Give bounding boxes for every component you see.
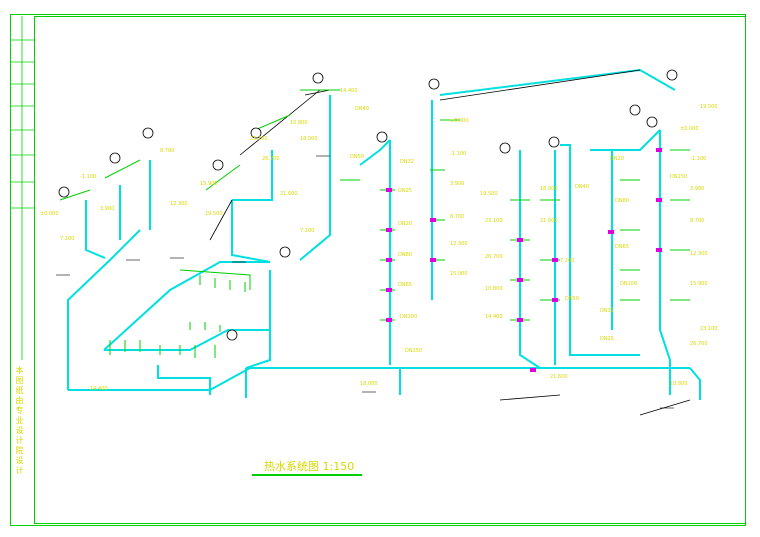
label-text: 23.100 xyxy=(250,136,268,142)
label-text: 3.900 xyxy=(450,181,464,187)
label-text: 18.000 xyxy=(360,381,378,387)
label-text: 19.500 xyxy=(480,191,498,197)
label-text: ±0.000 xyxy=(450,118,469,124)
title-underline xyxy=(252,474,362,476)
label-text: 12.300 xyxy=(690,251,708,257)
label-text: 10.800 xyxy=(485,286,503,292)
label-text: 15.900 xyxy=(690,281,708,287)
label-text: 21.600 xyxy=(280,191,298,197)
ground-hatches xyxy=(56,155,674,409)
label-text: 14.400 xyxy=(485,314,503,320)
label-text: DN65 xyxy=(615,244,629,250)
label-text: DN100 xyxy=(400,314,417,320)
label-text: DN20 xyxy=(398,221,412,227)
label-text: ±0.000 xyxy=(40,211,59,217)
label-text: 26.700 xyxy=(262,156,280,162)
label-text: 18.000 xyxy=(300,136,318,142)
label-text: 21.600 xyxy=(540,218,558,224)
label-text: DN65 xyxy=(398,282,412,288)
label-text: DN32 xyxy=(600,308,614,314)
label-text: DN50 xyxy=(350,154,364,160)
label-text: 26.700 xyxy=(690,341,708,347)
label-text: 14.400 xyxy=(90,386,108,392)
drawing-title: 热水系统图 1:150 xyxy=(264,460,355,473)
label-text: DN150 xyxy=(670,174,687,180)
label-text: 18.000 xyxy=(540,186,558,192)
label-text: 26.700 xyxy=(485,254,503,260)
riser-tags xyxy=(58,69,678,341)
label-text: 3.900 xyxy=(690,186,704,192)
label-text: DN25 xyxy=(600,336,614,342)
label-text: 23.100 xyxy=(485,218,503,224)
label-text: ±0.000 xyxy=(680,126,699,132)
label-text: DN40 xyxy=(575,184,589,190)
label-text: 8.700 xyxy=(690,218,704,224)
label-text: DN80 xyxy=(398,252,412,258)
label-text: 12.300 xyxy=(450,241,468,247)
label-text: DN150 xyxy=(405,348,422,354)
label-text: 10.800 xyxy=(290,120,308,126)
label-text: DN80 xyxy=(615,198,629,204)
label-text: 8.700 xyxy=(450,214,464,220)
branches xyxy=(59,89,690,358)
inner-frame xyxy=(34,16,746,524)
label-text: DN40 xyxy=(355,106,369,112)
label-text: 15.900 xyxy=(450,271,468,277)
main-pipes xyxy=(67,68,701,400)
label-text: DN32 xyxy=(400,159,414,165)
label-text: -1.100 xyxy=(690,156,706,162)
label-text: 3.900 xyxy=(100,206,114,212)
label-text: 10.800 xyxy=(670,381,688,387)
label-text: 12.300 xyxy=(170,201,188,207)
label-text: -1.100 xyxy=(80,174,96,180)
label-text: 19.500 xyxy=(700,104,718,110)
label-text: 19.500 xyxy=(205,211,223,217)
label-text: -1.100 xyxy=(450,151,466,157)
label-text: 8.700 xyxy=(160,148,174,154)
side-title-block: 本图纸由专业设计院设计 xyxy=(15,366,24,476)
title-block-lines xyxy=(10,16,34,360)
label-text: 7.200 xyxy=(300,228,314,234)
label-text: 7.200 xyxy=(560,258,574,264)
connector-lines xyxy=(209,69,691,416)
label-text: DN50 xyxy=(565,296,579,302)
label-text: 15.900 xyxy=(200,181,218,187)
pipe-labels: ±0.000 -1.100 3.900 8.700 12.300 15.900 19.500… xyxy=(40,88,718,392)
valve-markers xyxy=(386,148,662,372)
label-text: DN100 xyxy=(620,281,637,287)
label-text: 14.400 xyxy=(340,88,358,94)
label-text: DN20 xyxy=(610,156,624,162)
label-text: 7.200 xyxy=(60,236,74,242)
label-text: DN25 xyxy=(398,188,412,194)
label-text: 23.100 xyxy=(700,326,718,332)
label-text: 21.600 xyxy=(550,374,568,380)
